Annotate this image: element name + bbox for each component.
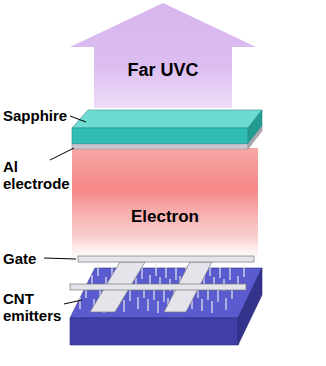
arrow-shape [70, 3, 256, 108]
al-electrode [72, 126, 262, 149]
part-label: Sapphire [3, 107, 73, 124]
light-arrow: Far UVC [70, 3, 256, 108]
sapphire-plate [72, 110, 262, 144]
arrow-label: Far UVC [94, 59, 232, 81]
electron-beam [72, 148, 258, 268]
beam-label: Electron [90, 208, 240, 225]
gate-electrode [70, 256, 254, 312]
part-label: Al electrode [3, 158, 79, 192]
part-label: Gate [3, 250, 47, 267]
part-label: CNT emitters [3, 290, 67, 324]
leader-lines [44, 116, 86, 304]
